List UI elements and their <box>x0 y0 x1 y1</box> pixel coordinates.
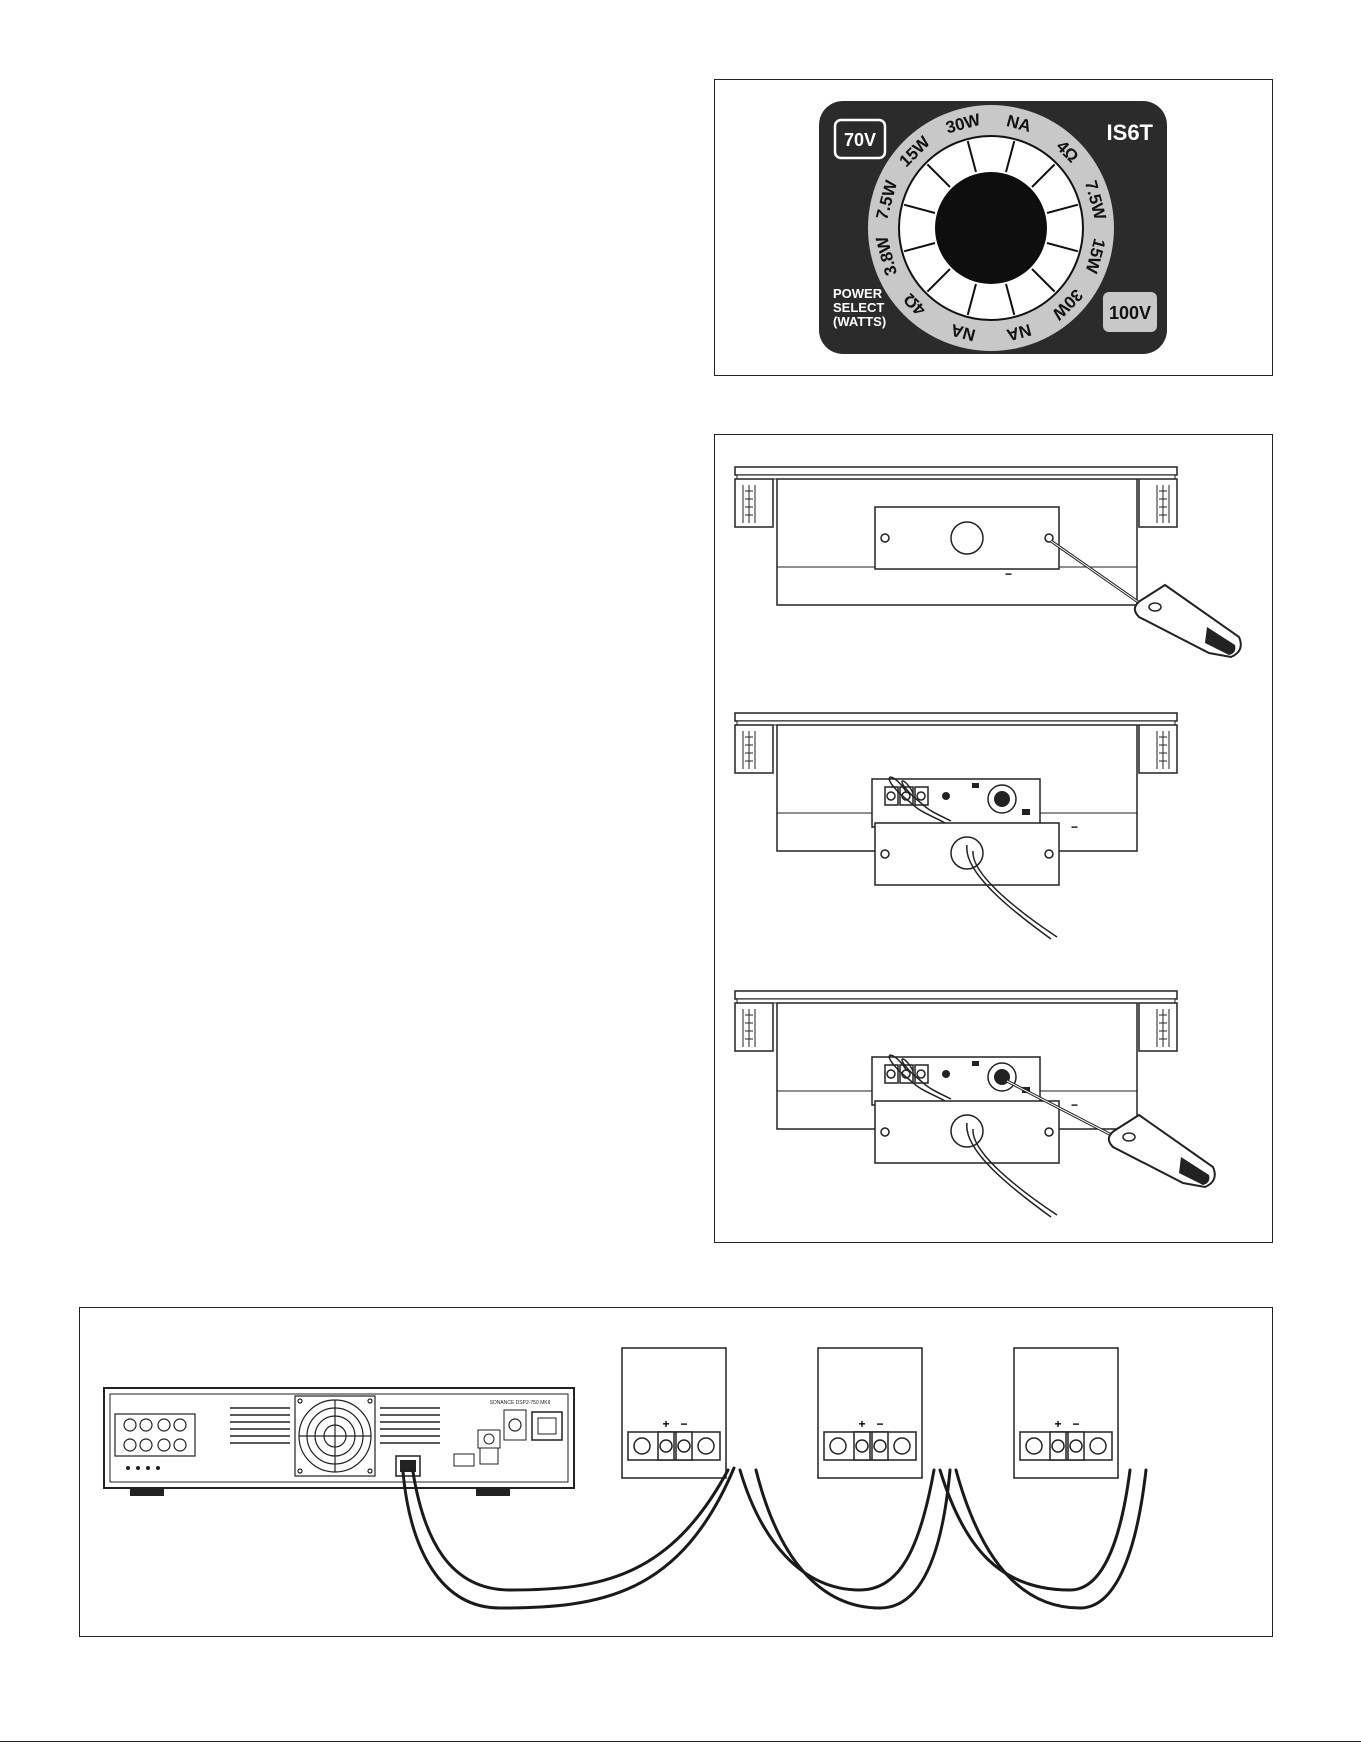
dip-switch <box>454 1454 474 1466</box>
power-select-plate: 70V IS6T POWER SELECT (WATTS) 100V 4Ω3.8… <box>715 80 1271 374</box>
amplifier-label: SONANCE DSP2-750 MKII <box>490 1400 551 1406</box>
terminal-plus-label: + <box>858 1417 865 1431</box>
mounting-screw-icon <box>881 534 889 542</box>
amplifier-rear-panel: SONANCE DSP2-750 MKII <box>104 1388 574 1496</box>
terminal-plus-label: + <box>1054 1417 1061 1431</box>
wiring-diagram-figure: SONANCE DSP2-750 MKII +−+−+− <box>79 1307 1273 1637</box>
footer-rule <box>0 1741 1361 1742</box>
network-port <box>480 1448 498 1464</box>
step3-set-power-tap: − <box>735 991 1215 1217</box>
foot <box>130 1488 164 1496</box>
model-label: IS6T <box>1107 120 1154 145</box>
terminal-minus-label: − <box>680 1417 687 1431</box>
step1-remove-cover: − <box>735 467 1241 657</box>
wire-1-2-minus <box>756 1470 950 1608</box>
wire-2-3-minus <box>956 1470 1146 1608</box>
speaker-panels: +−+−+− <box>622 1348 1118 1478</box>
foot <box>476 1488 510 1496</box>
wire-2-3-plus <box>940 1470 1130 1590</box>
polarity-mark: − <box>1071 1098 1078 1112</box>
center-screw <box>942 1070 950 1078</box>
installation-steps-figure: − <box>714 434 1273 1243</box>
terminal-minus-label: − <box>1072 1417 1079 1431</box>
mounting-screw-icon <box>881 1128 889 1136</box>
speaker-terminal-panel: +− <box>1014 1348 1118 1478</box>
power-label-line1: POWER <box>833 286 883 301</box>
power-label-line2: SELECT <box>833 300 884 315</box>
70v-label: 70V <box>844 130 876 150</box>
terminal-minus-label: − <box>876 1417 883 1431</box>
fuse-holder <box>504 1410 526 1440</box>
speaker-terminal-panel: +− <box>622 1348 726 1478</box>
terminal-plus-label: + <box>662 1417 669 1431</box>
installation-steps-illustration: − <box>715 435 1271 1241</box>
mounting-screw-icon <box>1045 850 1053 858</box>
wiring-diagram: SONANCE DSP2-750 MKII +−+−+− <box>80 1308 1271 1635</box>
mounting-screw-icon <box>1045 1128 1053 1136</box>
100v-label: 100V <box>1109 303 1151 323</box>
power-label-line3: (WATTS) <box>833 314 886 329</box>
dial-knob[interactable] <box>935 172 1047 284</box>
polarity-mark: − <box>1071 820 1078 834</box>
mounting-screw-icon <box>881 850 889 858</box>
step2-connect-wires: − <box>735 713 1177 939</box>
speaker-terminal-panel: +− <box>818 1348 922 1478</box>
cable-hole <box>951 522 983 554</box>
polarity-mark: − <box>1005 567 1012 581</box>
wire-1-2-plus <box>740 1470 934 1590</box>
center-screw <box>942 792 950 800</box>
